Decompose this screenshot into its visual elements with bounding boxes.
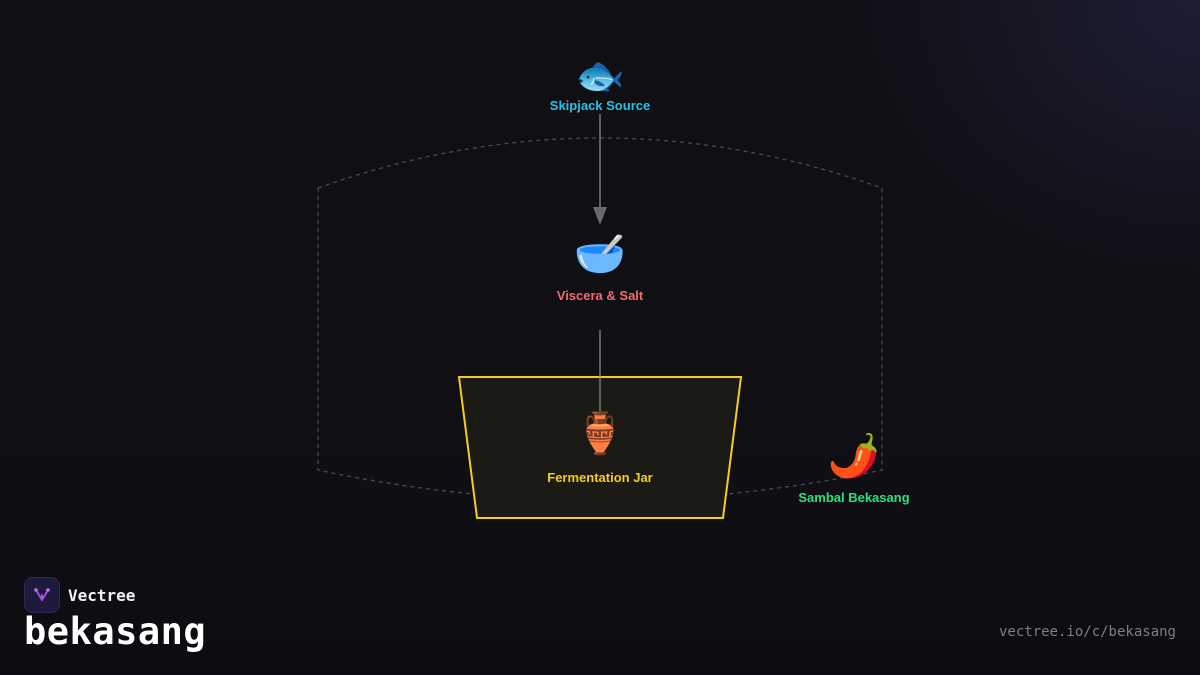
node-label-jar: Fermentation Jar (547, 470, 653, 485)
brand[interactable]: Vectree (24, 577, 135, 613)
node-fermentation-jar[interactable]: 🏺 Fermentation Jar (547, 412, 652, 485)
fish-icon: 🐟 (575, 54, 625, 98)
brand-name: Vectree (68, 585, 136, 605)
page-url[interactable]: vectree.io/c/bekasang (998, 624, 1176, 640)
node-label-sambal: Sambal Bekasang (798, 490, 910, 505)
edge-arrowhead (593, 207, 607, 225)
node-sambal-bekasang[interactable]: 🌶️ Sambal Bekasang (798, 432, 909, 505)
node-label-skipjack: Skipjack Source (549, 98, 651, 113)
vectree-logo-icon (24, 577, 60, 613)
jar-highlight-box (457, 376, 743, 519)
chili-icon: 🌶️ (827, 432, 881, 479)
bowl-icon: 🥣 (573, 230, 627, 277)
node-viscera-salt[interactable]: 🥣 Viscera & Salt (557, 230, 643, 303)
node-label-viscera: Viscera & Salt (556, 288, 644, 303)
page-title: bekasang (24, 610, 207, 653)
node-skipjack-source[interactable]: 🐟 Skipjack Source (550, 54, 650, 113)
amphora-icon: 🏺 (575, 412, 625, 456)
